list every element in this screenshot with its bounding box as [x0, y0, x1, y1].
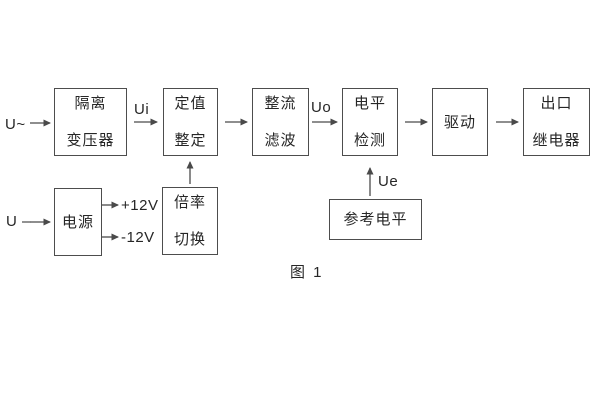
block-label: 检测: [353, 132, 386, 149]
label-ac-input: U~: [5, 116, 26, 133]
label-uo: Uo: [311, 99, 332, 116]
block-ratio-switching: 倍率 切换: [162, 187, 218, 255]
block-label: 切换: [173, 231, 206, 248]
block-label: 倍率: [173, 194, 206, 211]
block-setpoint-setting: 定值 整定: [163, 88, 218, 156]
block-output-relay: 出口 继电器: [523, 88, 590, 156]
block-label: 定值: [174, 95, 207, 112]
block-power-supply: 电源: [54, 188, 102, 256]
block-label: 滤波: [264, 132, 297, 149]
label-ui: Ui: [134, 101, 150, 118]
block-label: 出口: [540, 95, 573, 112]
block-label: 隔离: [74, 95, 107, 112]
label-minus12v: -12V: [121, 229, 155, 246]
block-label: 变压器: [66, 132, 115, 149]
label-ue: Ue: [378, 173, 399, 190]
block-label: 电平: [353, 95, 386, 112]
label-plus12v: +12V: [121, 197, 159, 214]
block-label: 继电器: [532, 132, 581, 149]
block-label: 整流: [264, 95, 297, 112]
block-label: 驱动: [443, 113, 476, 131]
block-label: 电源: [61, 213, 94, 231]
block-isolation-transformer: 隔离 变压器: [54, 88, 127, 156]
block-label: 整定: [174, 132, 207, 149]
block-rectifier-filter: 整流 滤波: [252, 88, 309, 156]
block-level-detection: 电平 检测: [342, 88, 398, 156]
figure-caption: 图 1: [290, 264, 324, 281]
block-driver: 驱动: [432, 88, 488, 156]
block-label: 参考电平: [343, 211, 408, 228]
label-dc-input: U –: [6, 213, 31, 230]
block-reference-level: 参考电平: [329, 199, 422, 240]
